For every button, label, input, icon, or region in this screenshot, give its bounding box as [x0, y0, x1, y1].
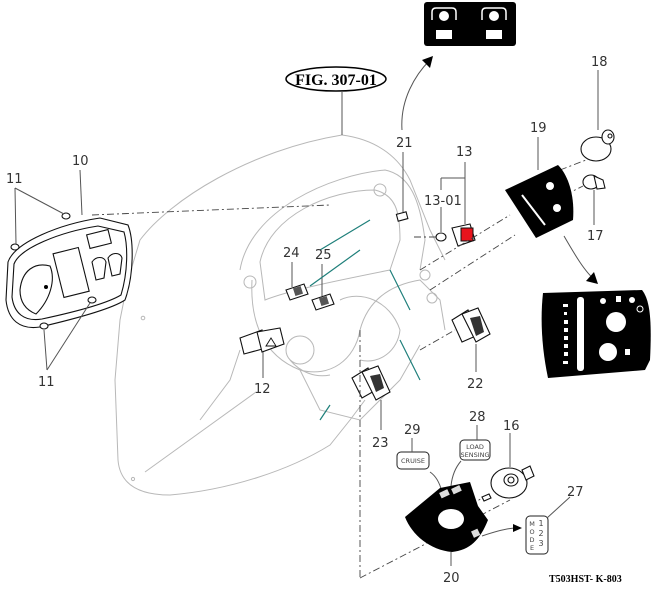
- callout-28: 28: [469, 410, 486, 425]
- mounting-screws: [10, 212, 97, 330]
- gear-rotating-icon: [489, 11, 499, 21]
- callout-27: 27: [567, 485, 584, 500]
- callout-22: 22: [467, 377, 484, 392]
- switch-25[interactable]: [311, 293, 335, 311]
- screw-icon: [87, 296, 97, 304]
- knob-17[interactable]: [582, 174, 606, 190]
- callout-13-01: 13-01: [424, 194, 462, 209]
- fuel-gauge: [91, 256, 107, 281]
- mode-number: 1: [538, 519, 543, 528]
- screw-icon: [39, 322, 49, 330]
- rocker-switch-22[interactable]: [451, 307, 491, 343]
- cruise-label: CRUISE: [401, 457, 425, 465]
- rocker-switch-23[interactable]: [351, 365, 391, 401]
- key-switch-18[interactable]: [580, 129, 615, 162]
- stack-icon: [436, 30, 452, 39]
- temperature-gauge: [107, 252, 123, 277]
- mode-letter: M: [529, 520, 535, 528]
- arrow-icon: [513, 524, 522, 532]
- mode-number: 3: [538, 539, 543, 548]
- knob-hole: [599, 343, 617, 361]
- callout-23: 23: [372, 436, 389, 451]
- indicator-icons: [600, 296, 644, 355]
- callout-11-top: 11: [6, 172, 23, 187]
- hazard-switch-12[interactable]: [239, 327, 285, 355]
- figure-title: FIG. 307-01: [295, 72, 377, 89]
- callout-20: 20: [443, 571, 460, 586]
- mode-tag-27[interactable]: M O D E 1 2 3: [525, 515, 549, 555]
- stack-lifted-icon: [486, 30, 502, 39]
- callout-17: 17: [587, 229, 604, 244]
- throttle-scale-bar: [577, 297, 584, 371]
- warning-lights-panel: [52, 246, 90, 299]
- load-sensing-label-line2: SENSING: [460, 451, 489, 459]
- figure-title-badge: FIG. 307-01: [285, 66, 387, 135]
- bulb-13-01[interactable]: [435, 232, 447, 242]
- assembly-line: [91, 204, 331, 216]
- load-sensing-tag-28[interactable]: LOAD SENSING: [459, 439, 491, 461]
- callout-11-bottom: 11: [38, 375, 55, 390]
- switch-21[interactable]: [395, 211, 409, 222]
- load-sensing-label-line1: LOAD: [466, 443, 484, 451]
- hazard-triangle-icon: [265, 337, 277, 347]
- switch-24[interactable]: [285, 283, 309, 301]
- callout-25: 25: [315, 248, 332, 263]
- screw-icon: [10, 243, 20, 251]
- mode-letter: D: [529, 536, 534, 544]
- switch-decal-inset: [424, 2, 516, 46]
- red-lamp-lens: [460, 227, 474, 242]
- drawing-number: T503HST- K-803: [549, 574, 622, 585]
- decal-plate-19[interactable]: [505, 165, 574, 238]
- arrow-icon: [422, 56, 433, 68]
- dashboard-panel: [114, 134, 446, 496]
- instrument-cluster[interactable]: [5, 217, 133, 329]
- callout-29: 29: [404, 423, 421, 438]
- callout-12: 12: [254, 382, 271, 397]
- gear-icon: [439, 11, 449, 21]
- mode-letter: E: [530, 544, 534, 552]
- screw-icon: [61, 212, 71, 220]
- callout-18: 18: [591, 55, 608, 70]
- decal-plate-19-detail: [541, 290, 651, 378]
- arrow-icon: [586, 272, 598, 284]
- callout-13: 13: [456, 145, 473, 160]
- mode-number: 2: [538, 529, 543, 538]
- callout-21: 21: [396, 136, 413, 151]
- switch-plate-20[interactable]: [405, 482, 488, 552]
- mode-letter: O: [529, 528, 534, 536]
- speedometer-gauge: [19, 264, 53, 315]
- callout-16: 16: [503, 419, 520, 434]
- key-hole: [606, 312, 626, 332]
- speed-scale-icon: [563, 304, 568, 364]
- callout-24: 24: [283, 246, 300, 261]
- warning-lamp-13[interactable]: [451, 223, 476, 247]
- cruise-tag-29[interactable]: CRUISE: [396, 451, 430, 470]
- callout-10: 10: [72, 154, 89, 169]
- callout-19: 19: [530, 121, 547, 136]
- rotary-switch-16[interactable]: [481, 465, 535, 502]
- digital-display: [85, 228, 113, 250]
